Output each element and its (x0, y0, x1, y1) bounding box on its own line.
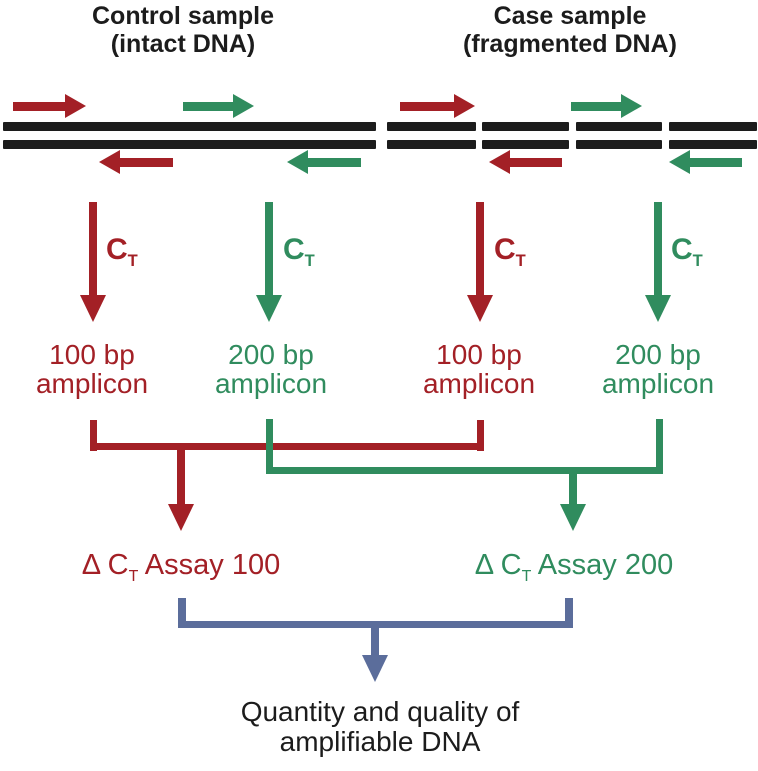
bracket-stub (477, 420, 484, 451)
ct-label: CT (106, 233, 138, 270)
dna-fragment-bottom (669, 140, 757, 149)
ct-label: CT (494, 233, 526, 270)
bracket-stub (90, 420, 97, 451)
ct-label: CT (283, 233, 315, 270)
amplicon-label-200-case: 200 bp amplicon (568, 340, 748, 398)
case-sample-header: Case sample (fragmented DNA) (395, 2, 745, 58)
ct-subscript: T (692, 252, 703, 270)
reverse-primer-100-arrow (99, 150, 173, 174)
ct-arrow-control-100 (80, 202, 106, 322)
dna-fragment-bottom (576, 140, 662, 149)
assay-200-down-arrow (560, 474, 586, 531)
forward-primer-100-arrow (13, 94, 86, 118)
bracket-stub (266, 419, 273, 474)
case-sample-subtitle: (fragmented DNA) (463, 30, 677, 58)
assay-100-down-arrow (168, 450, 194, 531)
amplicon-size: 200 bp (228, 339, 314, 370)
result-label: Quantity and quality of amplifiable DNA (180, 697, 580, 757)
reverse-primer-100-arrow (489, 150, 562, 174)
dna-fragment-top (576, 122, 662, 131)
assay-suffix: Assay 100 (138, 549, 281, 581)
amplicon-word: amplicon (601, 368, 715, 399)
ct-symbol: C (494, 233, 516, 266)
control-sample-title: Control sample (92, 2, 274, 30)
delta-ct-assay-200-label: Δ CT Assay 200 (424, 549, 724, 584)
amplicon-size: 200 bp (615, 339, 701, 370)
dna-fragment-top (387, 122, 476, 131)
amplicon-label-200-control: 200 bp amplicon (181, 340, 361, 398)
ct-subscript: T (304, 252, 315, 270)
bracket-stub (656, 419, 663, 474)
assay-subscript: T (128, 567, 139, 585)
assay-prefix: Δ C (81, 549, 129, 581)
dna-fragment-top (482, 122, 569, 131)
bracket-bar (178, 621, 573, 628)
control-sample-header: Control sample (intact DNA) (8, 2, 358, 58)
bracket-bar (266, 467, 663, 474)
result-line-2: amplifiable DNA (279, 726, 481, 757)
forward-primer-200-arrow (571, 94, 642, 118)
forward-primer-200-arrow (183, 94, 254, 118)
amplicon-label-100-case: 100 bp amplicon (389, 340, 569, 398)
result-line-1: Quantity and quality of (240, 696, 520, 727)
forward-primer-100-arrow (400, 94, 475, 118)
bracket-stub (178, 598, 186, 628)
ct-subscript: T (515, 252, 526, 270)
ct-label: CT (671, 233, 703, 270)
ct-arrow-control-200 (256, 202, 282, 322)
amplicon-size: 100 bp (436, 339, 522, 370)
amplicon-size: 100 bp (49, 339, 135, 370)
ct-symbol: C (283, 233, 305, 266)
dna-fragment-top (669, 122, 757, 131)
delta-ct-assay-100-label: Δ CT Assay 100 (31, 549, 331, 584)
assay-prefix: Δ C (474, 549, 522, 581)
result-down-arrow (362, 628, 388, 682)
assay-subscript: T (521, 567, 532, 585)
assay-suffix: Assay 200 (531, 549, 674, 581)
dna-fragment-bottom (387, 140, 476, 149)
control-sample-subtitle: (intact DNA) (110, 30, 256, 58)
amplicon-word: amplicon (35, 368, 149, 399)
dna-fragment-bottom (482, 140, 569, 149)
case-sample-title: Case sample (493, 2, 647, 30)
reverse-primer-200-arrow (287, 150, 361, 174)
amplicon-word: amplicon (422, 368, 536, 399)
ct-arrow-case-200 (645, 202, 671, 322)
reverse-primer-200-arrow (669, 150, 742, 174)
ct-symbol: C (106, 233, 128, 266)
ct-subscript: T (127, 252, 138, 270)
ct-symbol: C (671, 233, 693, 266)
bracket-stub (565, 598, 573, 628)
ct-arrow-case-100 (467, 202, 493, 322)
amplicon-label-100-control: 100 bp amplicon (2, 340, 182, 398)
intact-dna-top-strand (3, 122, 376, 131)
intact-dna-bottom-strand (3, 140, 376, 149)
amplicon-word: amplicon (214, 368, 328, 399)
bracket-bar (90, 443, 484, 450)
